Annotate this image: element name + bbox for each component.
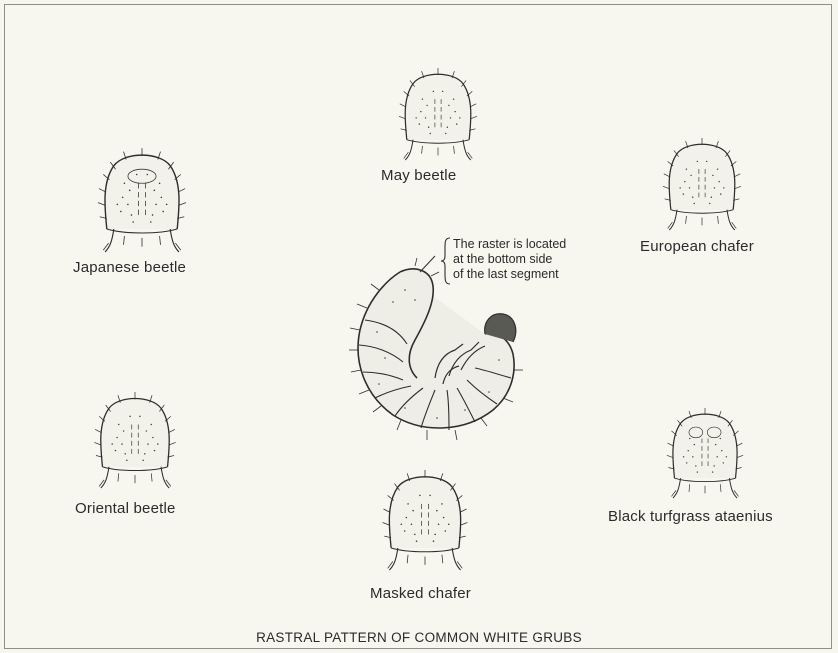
european-chafer-label: European chafer [640,238,754,255]
oriental-beetle-raster-drawing [94,392,176,488]
callout-line-2: at the bottom side [453,252,566,267]
black-turfgrass-ataenius-raster-drawing [662,408,748,498]
japanese-beetle-raster-drawing [98,148,186,252]
black-turfgrass-ataenius-label: Black turfgrass ataenius [608,508,773,525]
japanese-beetle-label: Japanese beetle [73,259,186,276]
callout-line-1: The raster is located [453,237,566,252]
masked-chafer-label: Masked chafer [370,585,471,602]
oriental-beetle-label: Oriental beetle [75,500,176,517]
may-beetle-label: May beetle [381,167,456,184]
may-beetle-raster-drawing [398,68,478,160]
figure-caption: RASTRAL PATTERN OF COMMON WHITE GRUBS [0,630,838,645]
masked-chafer-raster-drawing [382,470,468,570]
callout-line-3: of the last segment [453,267,566,282]
european-chafer-raster-drawing [662,138,742,230]
callout-brace [440,236,452,286]
raster-callout-text: The raster is located at the bottom side… [453,237,566,282]
